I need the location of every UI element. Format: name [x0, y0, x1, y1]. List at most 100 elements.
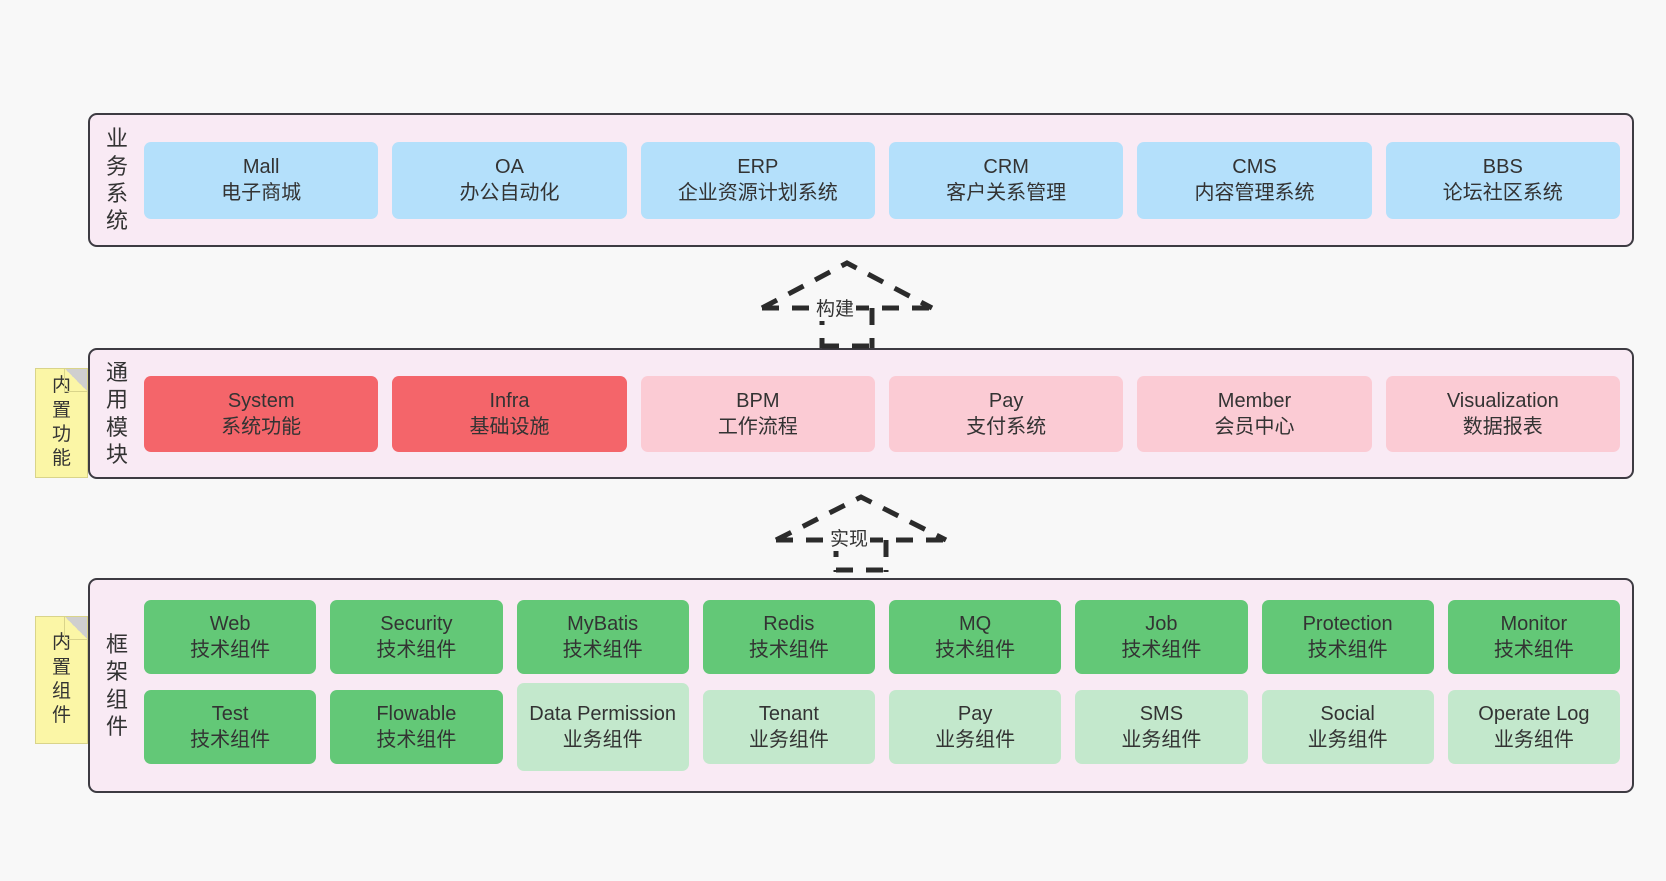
layer-title-char: 系	[105, 181, 128, 206]
module-card-subtitle: 电子商城	[221, 182, 302, 204]
arrow-head-outline	[760, 260, 934, 311]
module-card-title: Pay	[957, 703, 993, 725]
module-card-pay-business[interactable]: Pay 业务组件	[889, 690, 1062, 764]
module-card-job[interactable]: Job 技术组件	[1075, 600, 1248, 674]
module-card-subtitle: 基础设施	[469, 415, 550, 438]
module-card-subtitle: 客户关系管理	[946, 182, 1067, 204]
layer-title-common-modules: 通 用 模 块	[102, 360, 132, 467]
module-card-mall[interactable]: Mall 电子商城	[144, 141, 379, 219]
module-card-title: Mall	[242, 156, 280, 178]
module-card-bpm[interactable]: BPM 工作流程	[640, 375, 875, 452]
module-card-oa[interactable]: OA 办公自动化	[392, 141, 627, 219]
module-card-operate-log[interactable]: Operate Log 业务组件	[1447, 690, 1620, 764]
card-row: System 系统功能 Infra 基础设施 BPM 工作流程 Pay 支付系统…	[144, 375, 1620, 452]
module-card-subtitle: 技术组件	[190, 639, 271, 661]
module-card-title: CRM	[983, 156, 1029, 178]
relation-arrow-label: 实现	[828, 524, 871, 551]
module-card-crm[interactable]: CRM 客户关系管理	[888, 141, 1124, 219]
layer-title-char: 架	[105, 659, 128, 685]
module-card-protection[interactable]: Protection 技术组件	[1261, 600, 1434, 674]
module-card-subtitle: 内容管理系统	[1194, 182, 1315, 204]
module-card-title: Pay	[988, 389, 1024, 412]
module-card-subtitle: 工作流程	[717, 415, 798, 438]
module-card-sms[interactable]: SMS 业务组件	[1075, 690, 1248, 764]
card-row: Mall 电子商城 OA 办公自动化 ERP 企业资源计划系统 CRM 客户关系…	[144, 141, 1620, 219]
layer-title-char: 通	[105, 359, 128, 385]
layer-body-common-modules: System 系统功能 Infra 基础设施 BPM 工作流程 Pay 支付系统…	[132, 360, 1620, 467]
layer-title-framework-components: 框 架 组 件	[102, 590, 132, 781]
module-card-subtitle: 业务组件	[562, 729, 643, 751]
module-card-subtitle: 业务组件	[1121, 729, 1202, 751]
layer-body-business-systems: Mall 电子商城 OA 办公自动化 ERP 企业资源计划系统 CRM 客户关系…	[132, 125, 1620, 235]
module-card-subtitle: 会员中心	[1214, 415, 1295, 438]
card-row: Test 技术组件 Flowable 技术组件 Data Permission …	[144, 683, 1620, 771]
module-card-infra[interactable]: Infra 基础设施	[392, 375, 627, 452]
module-card-title: CMS	[1232, 156, 1277, 178]
note-char: 置	[51, 656, 71, 678]
note-char: 内	[51, 632, 71, 654]
layer-title-char: 业	[105, 126, 128, 152]
module-card-security[interactable]: Security 技术组件	[330, 600, 503, 674]
layer-framework-components: 框 架 组 件 Web 技术组件 Security 技术组件 MyBatis 技…	[88, 578, 1634, 793]
relation-arrow-build: 构建	[752, 258, 942, 349]
module-card-cms[interactable]: CMS 内容管理系统	[1137, 141, 1372, 219]
module-card-title: Data Permission	[529, 703, 676, 725]
module-card-title: Monitor	[1500, 613, 1568, 635]
module-card-mybatis[interactable]: MyBatis 技术组件	[516, 600, 689, 674]
module-card-title: SMS	[1139, 703, 1184, 725]
arrow-head-outline	[774, 494, 948, 543]
module-card-subtitle: 业务组件	[1493, 729, 1574, 751]
module-card-title: Protection	[1302, 613, 1393, 635]
relation-arrow-implement: 实现	[766, 492, 956, 573]
module-card-member[interactable]: Member 会员中心	[1137, 375, 1372, 452]
note-char: 件	[51, 705, 71, 727]
module-card-title: Flowable	[376, 703, 457, 725]
layer-title-business-systems: 业 务 系 统	[102, 125, 132, 235]
note-char: 能	[51, 448, 71, 470]
relation-arrow-label: 构建	[814, 294, 857, 321]
module-card-subtitle: 系统功能	[221, 415, 302, 438]
module-card-subtitle: 支付系统	[966, 415, 1047, 438]
module-card-title: System	[227, 389, 295, 412]
note-char: 功	[51, 424, 71, 445]
module-card-title: Infra	[489, 389, 530, 412]
module-card-title: Web	[209, 613, 251, 635]
module-card-subtitle: 业务组件	[1307, 729, 1388, 751]
module-card-subtitle: 论坛社区系统	[1442, 182, 1563, 204]
module-card-web[interactable]: Web 技术组件	[144, 600, 317, 674]
module-card-pay[interactable]: Pay 支付系统	[888, 375, 1124, 452]
layer-title-char: 务	[105, 153, 128, 179]
module-card-title: ERP	[737, 156, 779, 178]
module-card-erp[interactable]: ERP 企业资源计划系统	[640, 141, 875, 219]
module-card-tenant[interactable]: Tenant 业务组件	[702, 690, 875, 764]
module-card-data-permission[interactable]: Data Permission 业务组件	[516, 683, 689, 771]
module-card-social[interactable]: Social 业务组件	[1261, 690, 1434, 764]
module-card-redis[interactable]: Redis 技术组件	[702, 600, 875, 674]
module-card-subtitle: 技术组件	[562, 639, 643, 661]
module-card-title: BPM	[736, 389, 780, 412]
note-char: 组	[51, 681, 71, 702]
module-card-subtitle: 技术组件	[1121, 639, 1202, 661]
module-card-title: BBS	[1482, 156, 1523, 178]
layer-body-framework-components: Web 技术组件 Security 技术组件 MyBatis 技术组件 Redi…	[132, 590, 1620, 781]
module-card-test[interactable]: Test 技术组件	[144, 690, 317, 764]
module-card-mq[interactable]: MQ 技术组件	[889, 600, 1062, 674]
module-card-visualization[interactable]: Visualization 数据报表	[1385, 375, 1620, 452]
module-card-monitor[interactable]: Monitor 技术组件	[1447, 600, 1620, 674]
module-card-title: Member	[1217, 389, 1292, 412]
module-card-title: OA	[495, 156, 524, 178]
layer-business-systems: 业 务 系 统 Mall 电子商城 OA 办公自动化 ERP 企业资源计划系统	[88, 113, 1634, 247]
module-card-title: Redis	[763, 613, 815, 635]
module-card-title: Tenant	[758, 703, 819, 725]
note-char: 内	[51, 375, 71, 397]
note-char: 置	[51, 399, 71, 421]
module-card-bbs[interactable]: BBS 论坛社区系统	[1385, 141, 1620, 219]
note-builtin-component: 内 置 组 件	[35, 616, 88, 744]
module-card-subtitle: 业务组件	[935, 729, 1016, 751]
module-card-system[interactable]: System 系统功能	[144, 375, 379, 452]
layer-title-char: 模	[105, 414, 128, 440]
layer-title-char: 统	[105, 208, 128, 234]
module-card-flowable[interactable]: Flowable 技术组件	[330, 690, 503, 764]
layer-title-char: 组	[105, 686, 128, 712]
